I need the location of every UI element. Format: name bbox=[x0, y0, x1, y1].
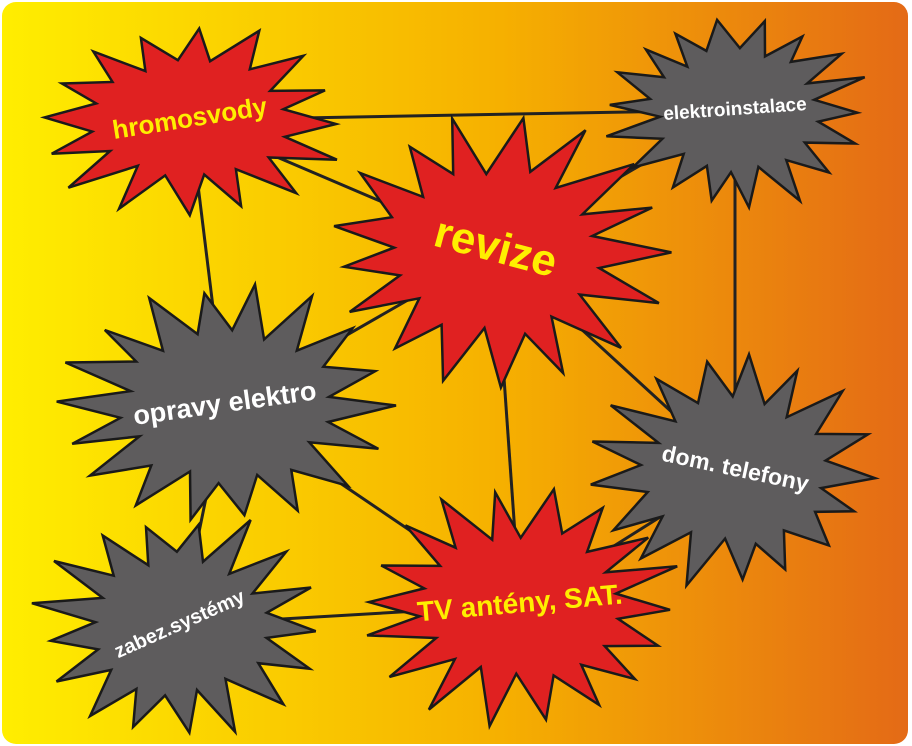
node-opravy: opravy elektro bbox=[56, 280, 397, 524]
node-zabez: zabez.systémy bbox=[31, 519, 317, 737]
burst-shape-hromosvody bbox=[39, 25, 341, 219]
burst-shape-zabez bbox=[31, 519, 317, 737]
node-telefony: dom. telefony bbox=[590, 350, 881, 590]
node-elektroinstalace: elektroinstalace bbox=[605, 17, 866, 212]
burst-shape-revize bbox=[333, 113, 672, 392]
burst-shape-opravy bbox=[56, 280, 397, 524]
node-hromosvody: hromosvody bbox=[39, 25, 341, 219]
burst-shape-elektroinstalace bbox=[605, 17, 866, 212]
node-revize: revize bbox=[333, 113, 672, 392]
burst-shape-tv bbox=[363, 485, 678, 731]
burst-shape-telefony bbox=[590, 350, 881, 590]
node-tv: TV antény, SAT. bbox=[363, 485, 678, 731]
